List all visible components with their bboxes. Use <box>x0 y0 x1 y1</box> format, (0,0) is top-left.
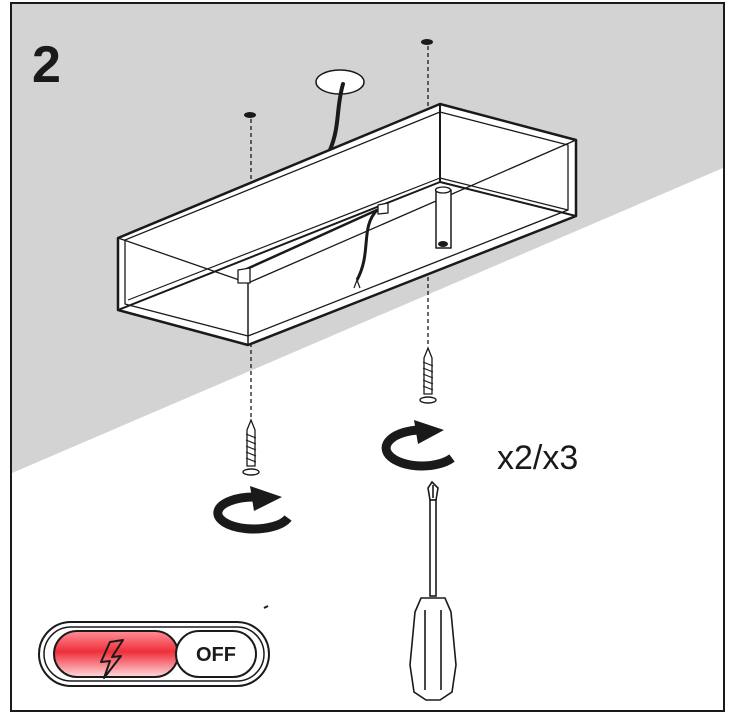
screwdriver-icon <box>409 480 457 701</box>
step-number: 2 <box>32 36 61 94</box>
stray-mark <box>263 605 269 609</box>
power-switch: OFF <box>38 621 270 687</box>
switch-toggle-active <box>53 630 179 678</box>
fixture-wires <box>355 208 379 281</box>
mounting-hole-icon <box>244 112 256 118</box>
mounting-standoff <box>435 189 452 249</box>
switch-toggle-off <box>175 630 257 678</box>
lightning-bolt-icon <box>100 639 124 679</box>
fixture-base-box <box>116 102 578 347</box>
switch-state-label: OFF <box>196 644 236 666</box>
screw-icon <box>242 418 260 476</box>
quantity-label: x2/x3 <box>497 439 578 477</box>
supply-cable <box>328 82 345 152</box>
rotate-clockwise-icon <box>213 486 292 534</box>
mounting-hole-icon <box>421 39 433 45</box>
screw-icon <box>419 346 437 404</box>
rotate-clockwise-icon <box>381 420 455 471</box>
